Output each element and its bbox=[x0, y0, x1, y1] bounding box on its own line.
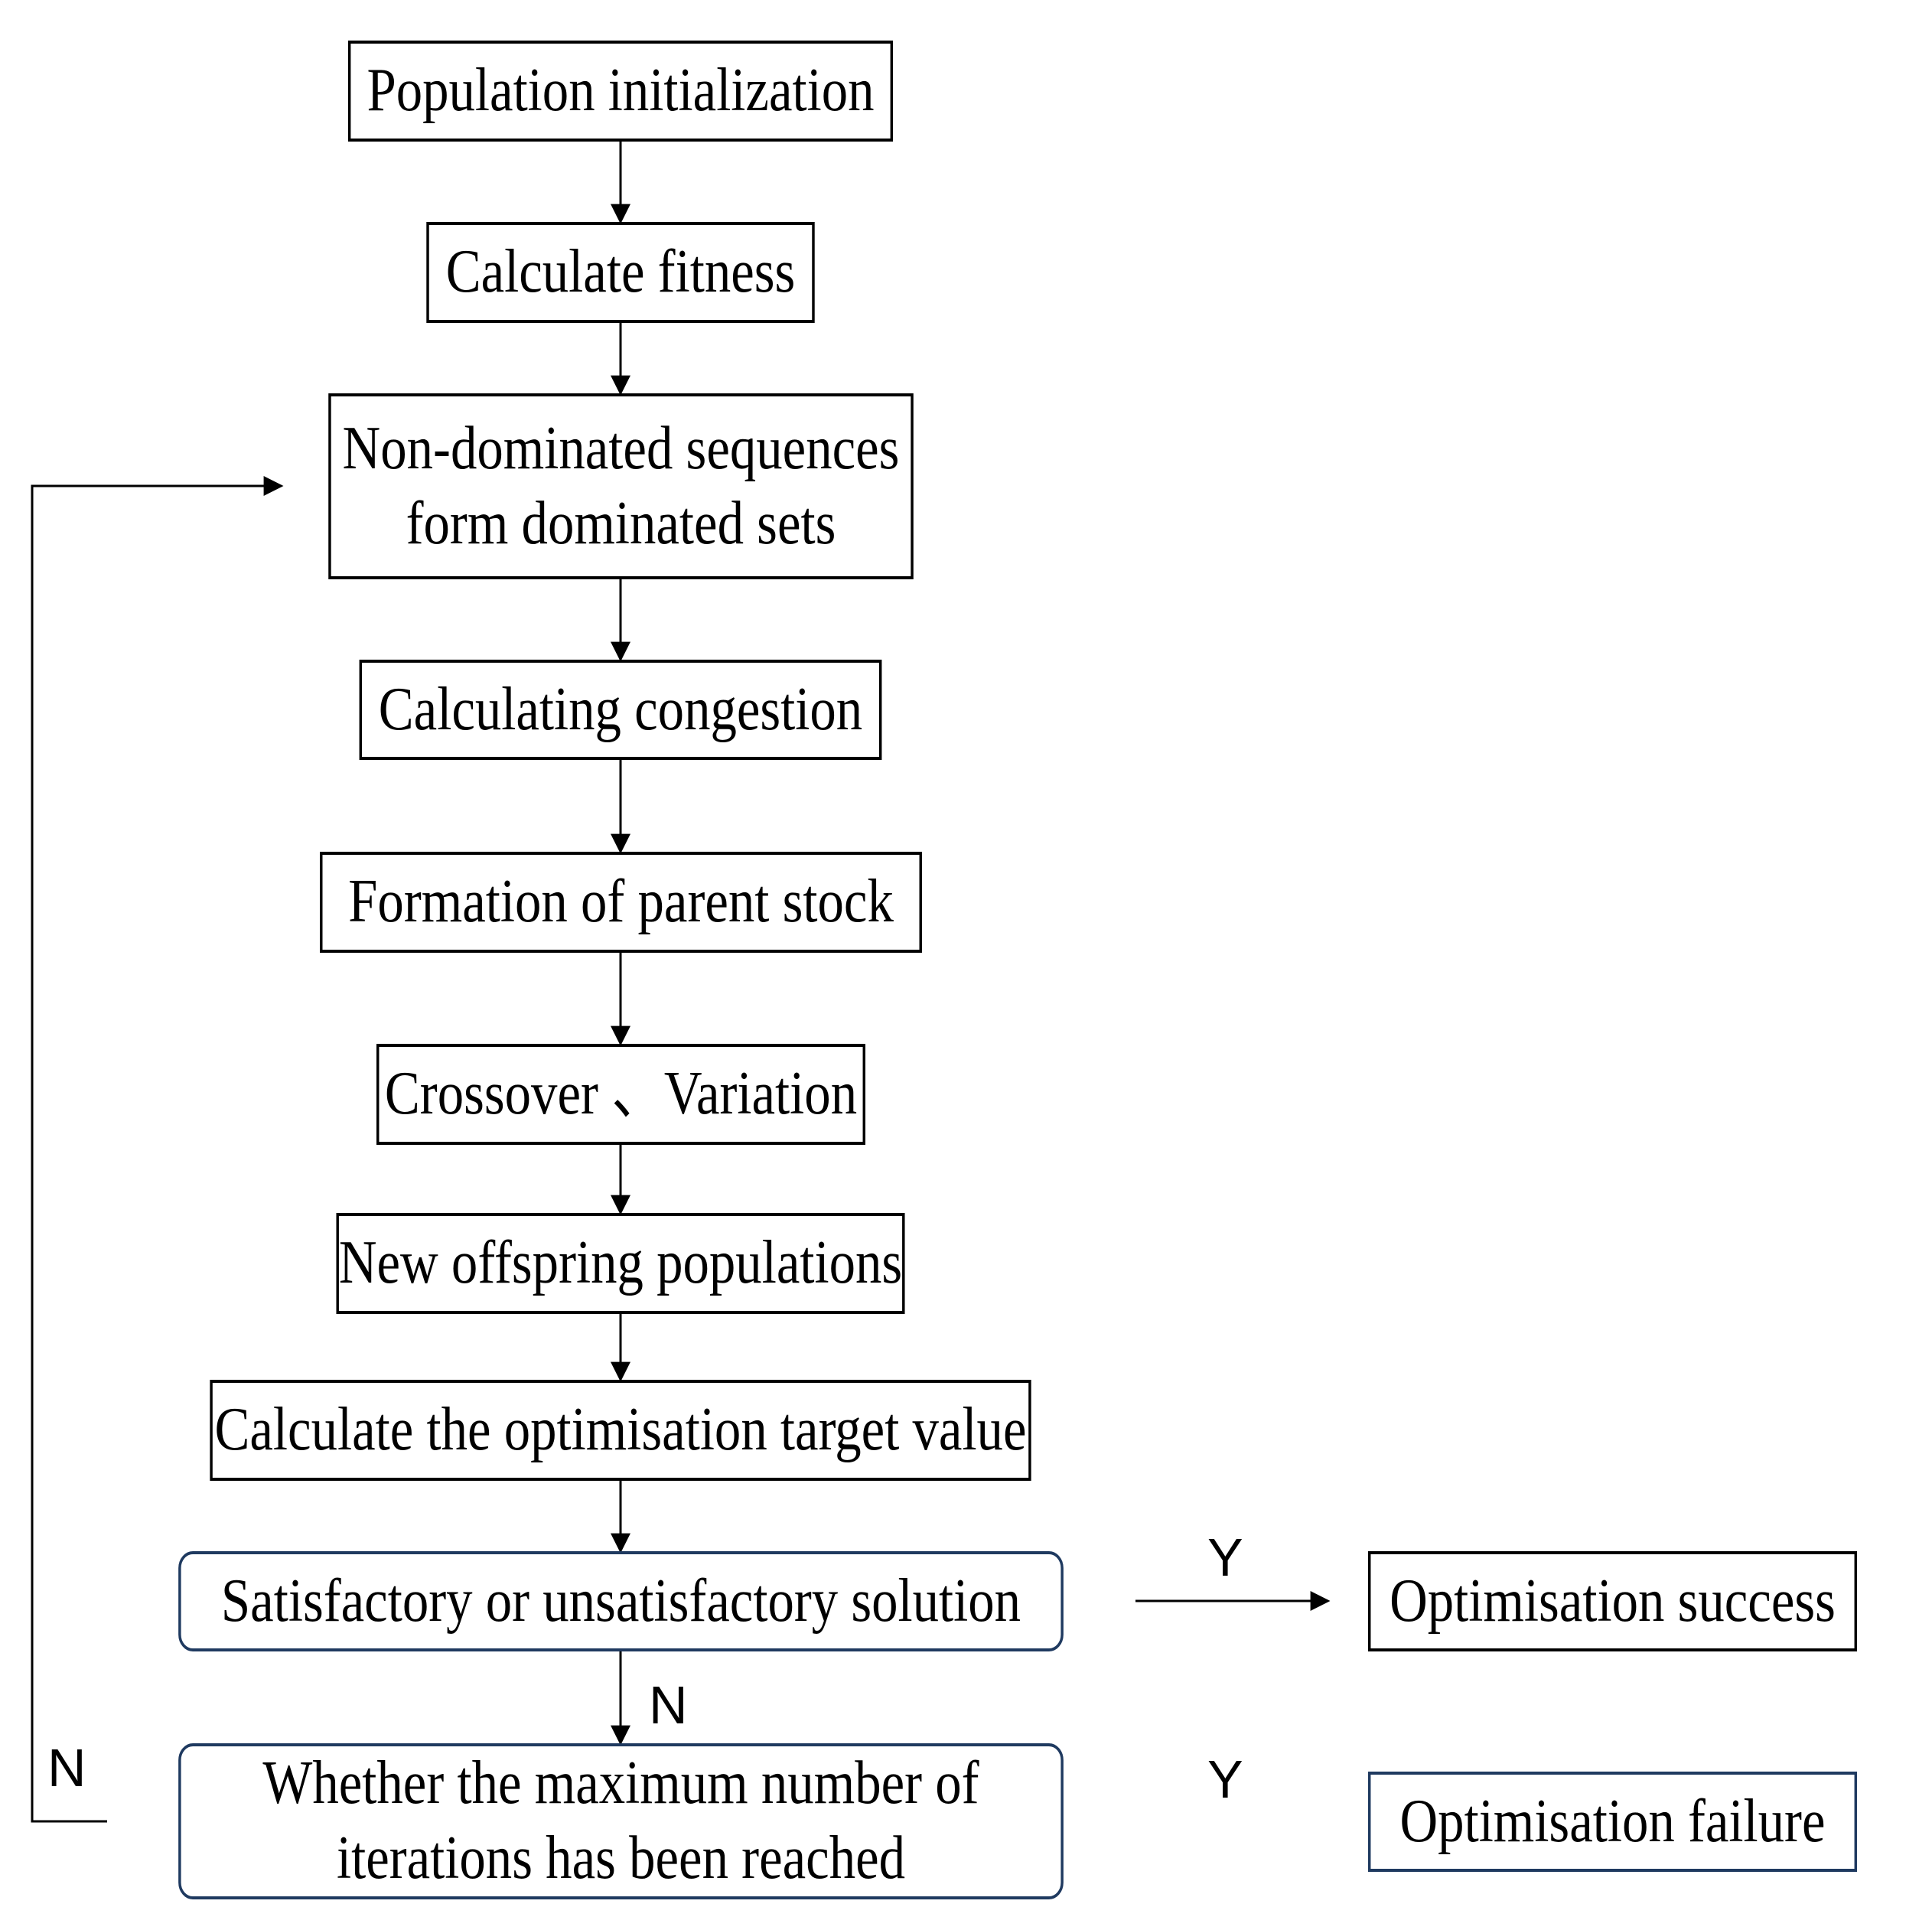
node-label: Satisfactory or unsatisfactory solution bbox=[220, 1567, 1021, 1635]
node-label: Crossover 、Variation bbox=[384, 1060, 858, 1128]
edge-label-satisfactory-no: N bbox=[649, 1675, 688, 1735]
node-label: Formation of parent stock bbox=[348, 868, 894, 936]
node-formation-of-parent-stock: Formation of parent stock bbox=[320, 852, 922, 953]
node-label: Population initialization bbox=[367, 57, 875, 125]
arrow-loop-back-to-nondominated bbox=[31, 476, 284, 1823]
node-non-dominated-sequences: Non-dominated sequences form dominated s… bbox=[328, 393, 914, 579]
node-population-initialization: Population initialization bbox=[347, 41, 894, 142]
node-label-line2: form dominated sets bbox=[406, 489, 836, 557]
edge-label-maxiter-yes: Y bbox=[1207, 1749, 1243, 1809]
node-calculate-fitness: Calculate fitness bbox=[426, 222, 815, 323]
node-label: Calculate fitness bbox=[445, 238, 796, 306]
node-calculating-congestion: Calculating congestion bbox=[359, 660, 882, 760]
node-crossover-variation: Crossover 、Variation bbox=[376, 1044, 865, 1145]
node-label: New offspring populations bbox=[338, 1229, 903, 1297]
edge-label-maxiter-no: N bbox=[47, 1738, 86, 1798]
node-new-offspring-populations: New offspring populations bbox=[336, 1213, 905, 1314]
node-optimisation-failure: Optimisation failure bbox=[1368, 1772, 1857, 1872]
node-label: Optimisation success bbox=[1390, 1567, 1836, 1635]
node-label: Calculate the optimisation target value bbox=[214, 1396, 1027, 1464]
node-optimisation-success: Optimisation success bbox=[1368, 1551, 1857, 1651]
decision-max-iterations: Whether the maximum number of iterations… bbox=[178, 1743, 1064, 1899]
node-label-line1: Whether the maximum number of bbox=[262, 1749, 979, 1818]
node-label-line1: Non-dominated sequences bbox=[342, 414, 900, 482]
node-label: Optimisation failure bbox=[1399, 1787, 1826, 1855]
node-calculate-optimisation-target: Calculate the optimisation target value bbox=[210, 1380, 1031, 1481]
edge-label-satisfactory-yes: Y bbox=[1207, 1527, 1243, 1587]
decision-satisfactory-solution: Satisfactory or unsatisfactory solution bbox=[178, 1551, 1064, 1651]
node-label: Calculating congestion bbox=[378, 675, 863, 743]
node-label-line2: iterations has been reached bbox=[336, 1824, 906, 1892]
